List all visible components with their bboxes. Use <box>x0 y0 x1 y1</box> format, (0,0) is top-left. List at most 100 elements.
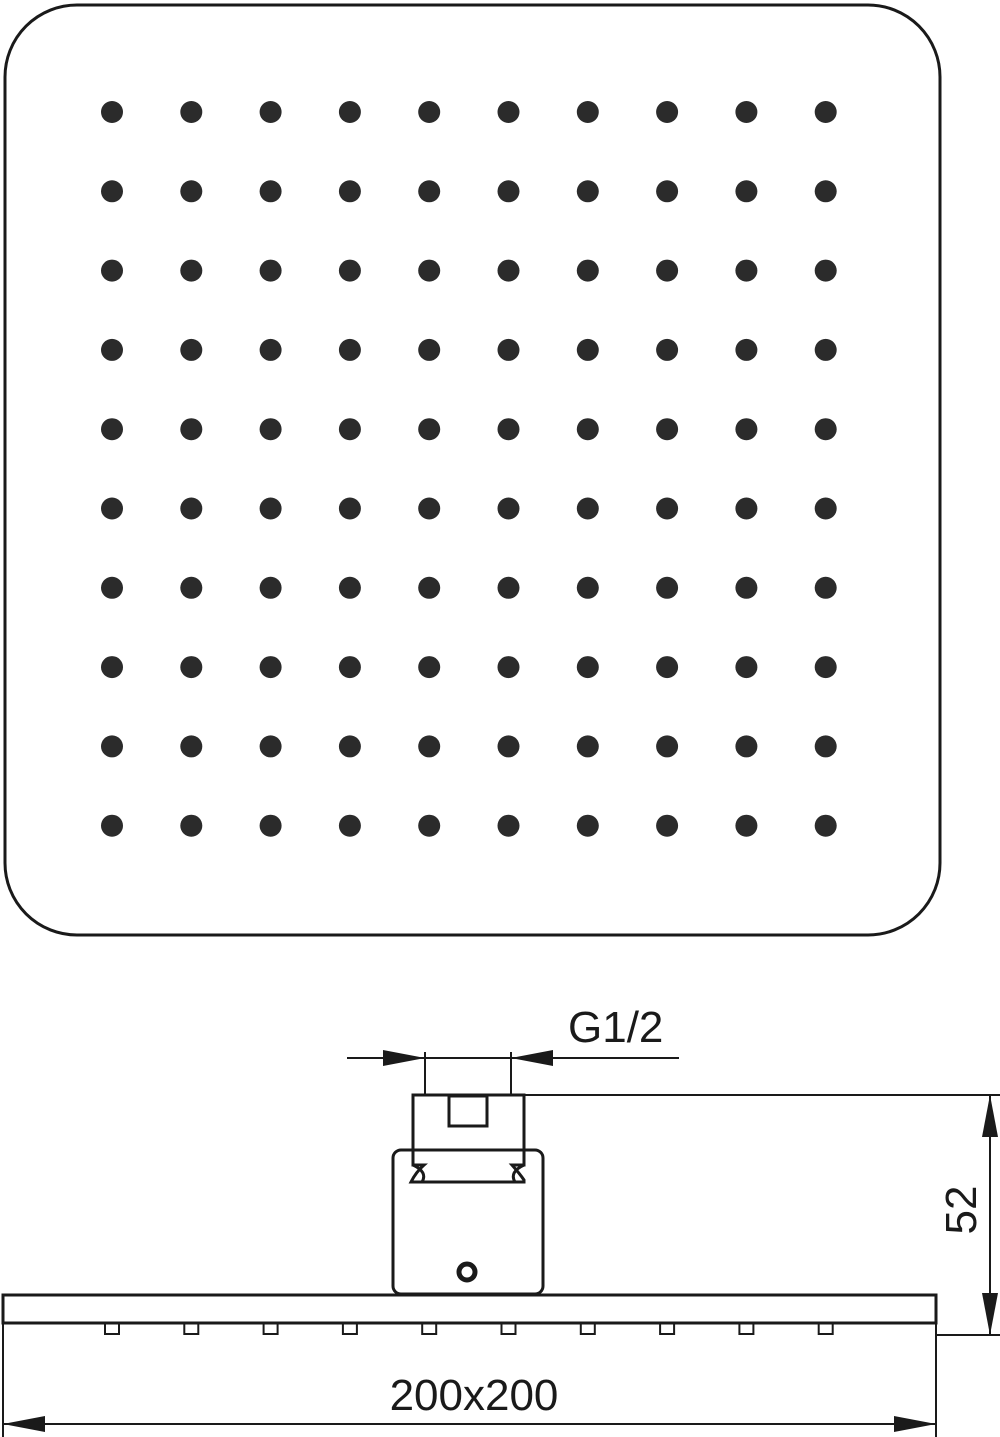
arrow-right-icon <box>894 1416 936 1432</box>
nozzle-icon <box>338 497 361 520</box>
nozzle-icon <box>338 656 361 679</box>
nozzle-icon <box>814 814 837 837</box>
nozzle-icon <box>259 576 282 599</box>
nozzle-icon <box>497 338 520 361</box>
nozzle-icon <box>814 418 837 441</box>
nozzle-icon <box>576 338 599 361</box>
nozzle-icon <box>576 814 599 837</box>
nozzle-icon <box>180 656 203 679</box>
nozzle-icon <box>656 259 679 282</box>
nozzle-icon <box>338 576 361 599</box>
nozzle-stub <box>817 1322 834 1335</box>
nozzle-icon <box>259 338 282 361</box>
connector-slot <box>447 1094 489 1128</box>
nozzle-icon <box>735 735 758 758</box>
nozzle-icon <box>338 101 361 123</box>
nozzle-icon <box>101 656 123 679</box>
nozzle-icon <box>497 101 520 123</box>
nozzle-icon <box>338 259 361 282</box>
nozzle-icon <box>656 576 679 599</box>
nozzle-icon <box>497 418 520 441</box>
nozzle-icon <box>497 576 520 599</box>
connector-nut <box>408 1093 526 1184</box>
nozzle-icon <box>338 814 361 837</box>
nozzle-icon <box>656 338 679 361</box>
nozzle-icon <box>418 101 441 123</box>
nozzle-icon <box>497 180 520 203</box>
nozzle-icon <box>101 497 123 520</box>
nozzle-icon <box>656 101 679 123</box>
nozzle-icon <box>735 259 758 282</box>
nozzle-stub <box>500 1322 517 1335</box>
nozzle-icon <box>814 656 837 679</box>
nozzle-stub <box>262 1322 279 1335</box>
nozzle-icon <box>338 735 361 758</box>
nozzle-icon <box>180 497 203 520</box>
thread-label: G1/2 <box>568 1003 663 1052</box>
nozzle-icon <box>735 814 758 837</box>
nozzle-icon <box>814 338 837 361</box>
nozzle-icon <box>497 735 520 758</box>
plate-profile <box>1 1293 938 1325</box>
nozzle-stub <box>104 1322 120 1335</box>
nozzle-icon <box>338 180 361 203</box>
nozzle-icon <box>101 418 123 441</box>
nozzle-icon <box>576 656 599 679</box>
nozzle-icon <box>576 497 599 520</box>
nozzle-icon <box>418 180 441 203</box>
nozzle-icon <box>735 101 758 123</box>
nozzle-icon <box>259 418 282 441</box>
nozzle-icon <box>101 576 123 599</box>
nozzle-icon <box>101 735 123 758</box>
nozzle-icon <box>101 180 123 203</box>
nozzle-icon <box>576 418 599 441</box>
nozzle-icon <box>418 338 441 361</box>
nozzle-icon <box>576 259 599 282</box>
nozzle-icon <box>180 101 203 123</box>
side-view <box>1 1093 938 1335</box>
nozzle-icon <box>497 259 520 282</box>
nozzle-icon <box>180 180 203 203</box>
arrow-right-icon <box>383 1050 425 1066</box>
nozzle-icon <box>418 259 441 282</box>
height-dimension: 52 <box>524 1094 1000 1336</box>
nozzle-icon <box>418 814 441 837</box>
nozzle-icon <box>576 180 599 203</box>
nozzle-icon <box>418 656 441 679</box>
nozzle-icon <box>814 497 837 520</box>
top-view <box>3 3 942 937</box>
side-nozzles <box>104 1322 834 1335</box>
thread-dimension: G1/2 <box>347 1003 679 1096</box>
screw-icon <box>456 1261 478 1283</box>
nozzle-icon <box>735 180 758 203</box>
nozzle-grid <box>101 101 837 837</box>
height-label: 52 <box>937 1186 986 1235</box>
nozzle-icon <box>101 814 123 837</box>
nozzle-icon <box>576 576 599 599</box>
nozzle-icon <box>180 814 203 837</box>
connector-body <box>391 1148 545 1296</box>
nozzle-icon <box>259 259 282 282</box>
nozzle-icon <box>735 576 758 599</box>
nozzle-icon <box>259 814 282 837</box>
nozzle-stub <box>341 1322 358 1335</box>
nozzle-icon <box>180 418 203 441</box>
nozzle-icon <box>418 735 441 758</box>
nozzle-stub <box>421 1322 438 1335</box>
nozzle-icon <box>101 101 123 123</box>
dimensions: G1/2 52 200x200 <box>2 1003 1000 1437</box>
nozzle-icon <box>101 259 123 282</box>
arrow-left-icon <box>511 1050 553 1066</box>
nozzle-stub <box>659 1322 676 1335</box>
nozzle-icon <box>656 656 679 679</box>
connector-waist <box>411 1095 526 1183</box>
arrow-up-icon <box>982 1095 998 1137</box>
nozzle-icon <box>180 735 203 758</box>
nozzle-stub <box>738 1322 755 1335</box>
nozzle-icon <box>497 497 520 520</box>
nozzle-icon <box>576 101 599 123</box>
nozzle-icon <box>735 656 758 679</box>
nozzle-icon <box>656 735 679 758</box>
nozzle-icon <box>814 576 837 599</box>
